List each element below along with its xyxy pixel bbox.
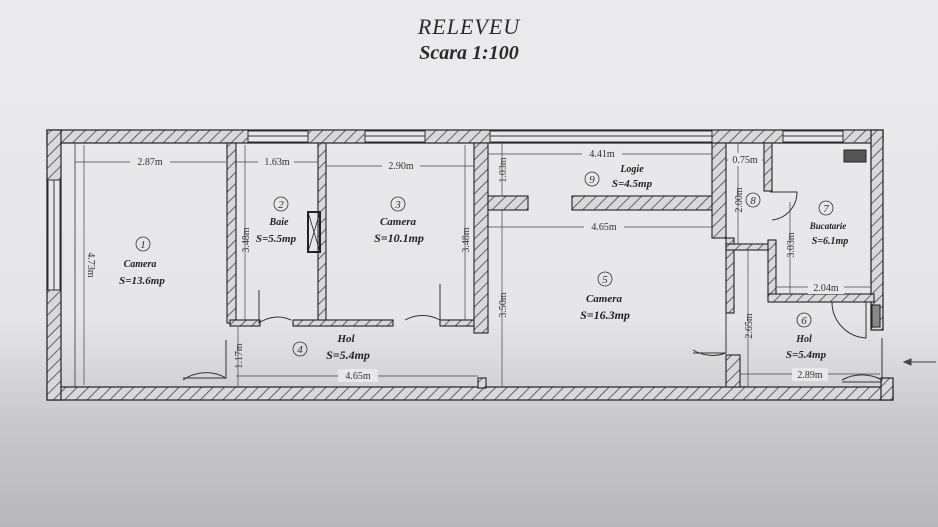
interior-walls — [226, 142, 875, 389]
plan-text: 3 — [394, 199, 401, 211]
dim-r2-height: 3.48m — [241, 227, 252, 253]
dim-r6-width: 2.89m — [797, 370, 823, 381]
dim-r6-height: 2.65m — [744, 313, 755, 339]
plan-text: S=5.4mp — [786, 349, 827, 361]
plan-text: S=10.1mp — [374, 231, 424, 245]
dim-r8-width: 0.75m — [732, 155, 758, 166]
room-2-label: 2 Baie S=5.5mp — [256, 196, 297, 245]
dim-r4-width: 4.65m — [345, 371, 371, 382]
room-1-label: 1 Camera S=13.6mp — [119, 236, 165, 287]
dim-r4-height: 1.17m — [234, 343, 245, 369]
plan-text: 6 — [801, 315, 807, 327]
plan-text: Camera — [124, 259, 157, 270]
plan-text: Bucatarie — [809, 221, 847, 231]
plan-text: Hol — [336, 333, 355, 345]
vent-shaft-icon — [307, 211, 321, 253]
dim-r1-width: 2.87m — [137, 157, 163, 168]
plan-text: 5 — [602, 274, 608, 286]
plan-title: RELEVEU — [417, 14, 521, 39]
dimension-labels: 2.87m 4.73m 1.63m 3.48m 2.90m 3.48m 4.65… — [85, 147, 844, 382]
plan-scale: Scara 1:100 — [419, 42, 519, 64]
plan-text: S=13.6mp — [119, 275, 165, 287]
dim-r2-width: 1.63m — [264, 157, 290, 168]
dim-r3-height: 3.48m — [461, 227, 472, 253]
plan-text: S=6.1mp — [812, 236, 849, 247]
dim-r7-width: 2.04m — [813, 283, 839, 294]
plan-text: 4 — [297, 344, 303, 356]
dim-r8-height: 2.00m — [734, 187, 745, 213]
room-8-label: 8 — [745, 192, 761, 208]
room-4-label: 4 Hol S=5.4mp — [292, 333, 370, 362]
plan-text: Logie — [619, 164, 644, 175]
plan-text: Hol — [795, 334, 812, 345]
dim-r5-height: 3.50m — [498, 292, 509, 318]
meter-icon — [871, 304, 881, 328]
room-9-label: 9 Logie S=4.5mp — [584, 164, 653, 190]
plan-text: Camera — [380, 216, 417, 228]
plan-text: 1 — [140, 239, 146, 251]
room-5-label: 5 Camera S=16.3mp — [580, 271, 630, 322]
dim-r9-height: 1.03m — [498, 157, 509, 183]
windows — [47, 130, 844, 291]
room-3-label: 3 Camera S=10.1mp — [374, 196, 424, 245]
dim-r3-width: 2.90m — [388, 161, 414, 172]
dim-r7-height: 3.03m — [786, 232, 797, 258]
plan-text: Camera — [586, 293, 623, 305]
plan-text: 9 — [589, 174, 595, 186]
arrow-left-icon — [902, 358, 936, 366]
dim-r1-height: 4.73m — [85, 252, 96, 278]
title-block: RELEVEU Scara 1:100 — [0, 14, 938, 66]
room-6-label: 6 Hol S=5.4mp — [786, 312, 827, 361]
plan-text: S=5.4mp — [326, 348, 370, 362]
duct-icon — [843, 149, 867, 163]
doors — [182, 191, 883, 383]
plan-text: 7 — [823, 203, 829, 215]
plan-text: 2 — [278, 199, 284, 211]
plan-text: S=16.3mp — [580, 308, 630, 322]
plan-text: Baie — [269, 217, 289, 228]
plan-text: 8 — [750, 195, 756, 207]
plan-text: S=5.5mp — [256, 233, 297, 245]
dim-r5-width: 4.65m — [591, 222, 617, 233]
plan-text: S=4.5mp — [612, 178, 653, 190]
room-7-label: 7 Bucatarie S=6.1mp — [809, 200, 849, 247]
dim-r9-width: 4.41m — [589, 149, 615, 160]
